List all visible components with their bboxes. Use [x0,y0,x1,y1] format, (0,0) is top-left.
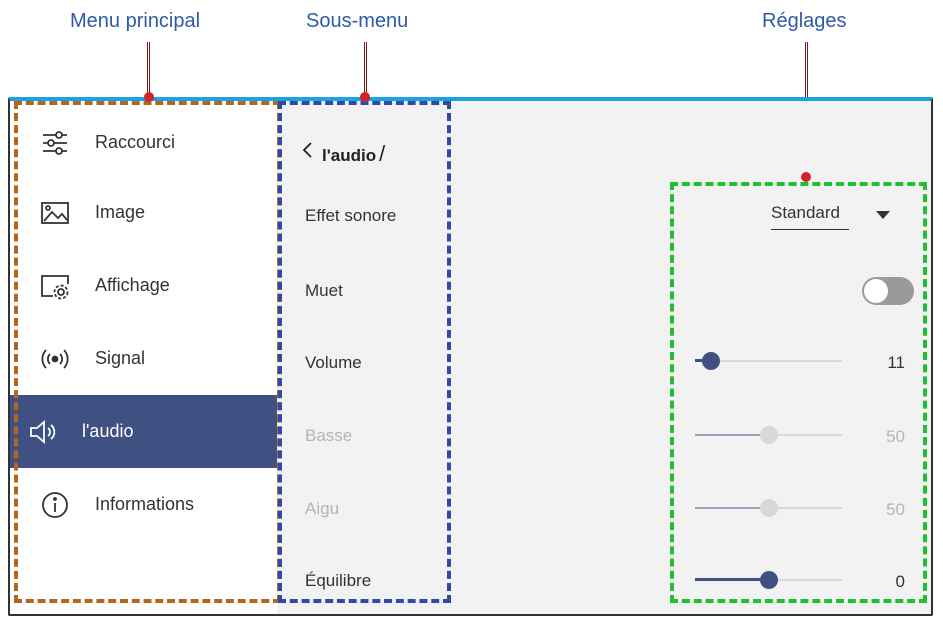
chevron-left-icon[interactable] [300,140,314,160]
volume-slider[interactable] [695,351,842,371]
callout-settings-dot [801,172,811,182]
slider-thumb[interactable] [759,571,778,589]
sliders-icon [43,130,67,155]
menu-item-label: Affichage [95,275,170,295]
callout-submenu: Sous-menu [306,10,409,32]
menu-item-affichage[interactable]: Affichage [10,249,277,322]
display-gear-icon [41,274,69,299]
callout-submenu-dot [360,92,370,102]
slider-thumb [759,426,778,444]
balance-slider[interactable] [695,570,842,590]
slider-track [695,360,842,362]
menu-item-label: Signal [95,348,146,368]
speaker-icon [30,419,56,444]
breadcrumb: l'audio/ [322,141,385,167]
callout-main-menu: Menu principal [70,10,201,32]
submenu-item-muet[interactable]: Muet [305,281,343,300]
callout-main-menu-line [147,42,150,97]
slider-fill [695,434,769,436]
submenu-item-basse: Basse [305,426,353,445]
treble-slider [695,498,842,518]
toggle-knob [864,279,888,303]
submenu-item-effet-sonore[interactable]: Effet sonore [305,206,397,225]
slider-thumb [759,499,778,517]
menu-item-image[interactable]: Image [10,176,277,249]
settings-annotation-box [670,182,927,603]
image-icon [41,201,69,224]
callout-submenu-line [364,42,367,97]
menu-item-label: Raccourci [95,132,176,152]
chevron-down-icon[interactable] [876,211,890,219]
submenu-item-volume[interactable]: Volume [305,353,362,372]
sound-effect-select[interactable]: Standard [771,203,849,230]
info-icon [42,491,68,518]
balance-value: 0 [895,572,905,591]
menu-item-label: Informations [95,494,195,514]
volume-value: 11 [887,353,905,372]
menu-item-informations[interactable]: Informations [10,468,277,541]
submenu-item-aigu: Aigu [305,499,340,518]
slider-fill [695,578,769,581]
main-menu-annotation-box [14,101,281,603]
treble-value: 50 [886,500,905,519]
signal-icon [41,348,69,369]
submenu-item-equilibre[interactable]: Équilibre [305,571,372,590]
menu-item-audio[interactable]: l'audio [10,395,277,468]
menu-item-label: Image [95,202,146,222]
mute-toggle[interactable] [862,277,914,305]
submenu-annotation-box [278,101,451,603]
menu-item-raccourci[interactable]: Raccourci [10,106,277,179]
slider-thumb[interactable] [702,352,721,370]
bass-slider [695,425,842,445]
breadcrumb-current: l'audio [322,146,377,165]
menu-item-label: l'audio [82,421,134,441]
bass-value: 50 [886,427,905,446]
menu-item-signal[interactable]: Signal [10,322,277,395]
slider-fill [695,507,769,509]
callout-main-menu-dot [144,92,154,102]
breadcrumb-separator: / [379,141,386,166]
callout-settings: Réglages [762,10,847,32]
